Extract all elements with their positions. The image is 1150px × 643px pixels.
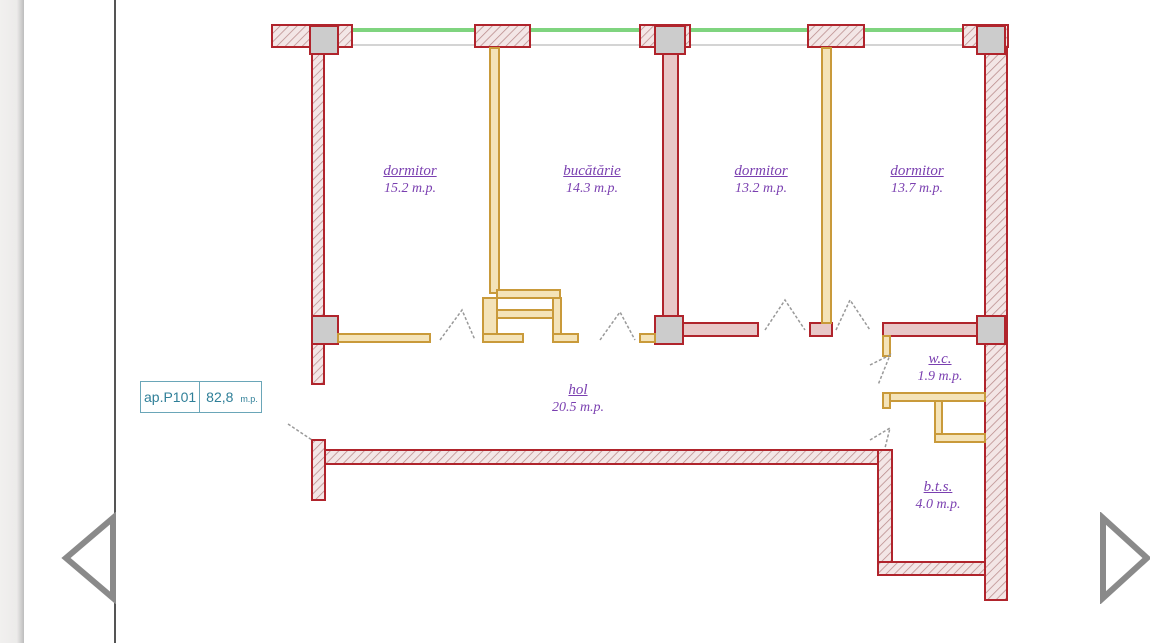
apartment-unit: m.p. [240,394,258,404]
apartment-area: 82,8 [206,389,234,405]
room-label-wc: w.c.1.9 m.p. [917,351,963,384]
next-image-button[interactable] [1095,511,1150,605]
panel-divider [114,0,116,643]
triangle-left-icon [61,511,116,605]
left-panel-edge [0,0,24,643]
room-label-bts: b.t.s.4.0 m.p. [915,479,961,512]
apartment-tag: ap.P101 82,8 m.p. [140,381,262,413]
triangle-right-icon [1100,511,1150,605]
previous-image-button[interactable] [58,511,118,605]
apartment-id: ap.P101 [141,382,201,412]
